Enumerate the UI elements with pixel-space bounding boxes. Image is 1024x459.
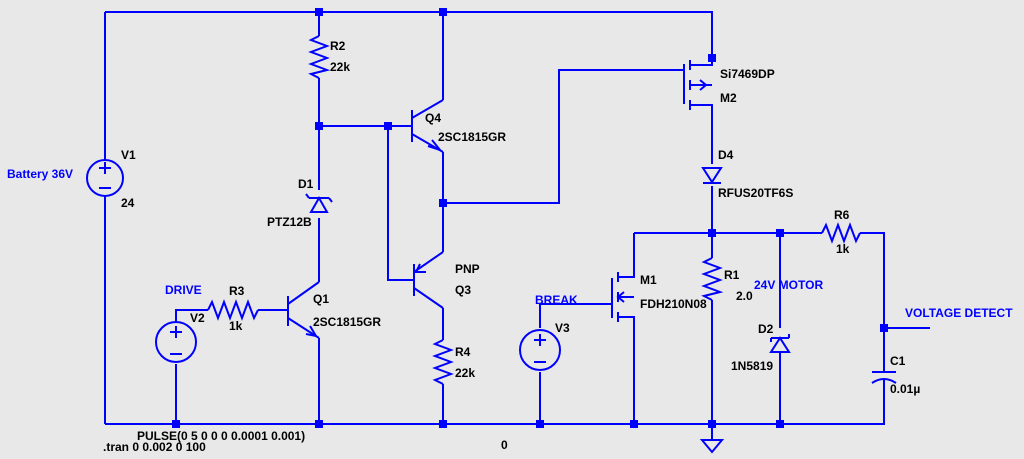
transistor-q4 — [388, 99, 444, 153]
mosfet-m2 — [683, 58, 713, 110]
v2-name-label: V2 — [190, 311, 205, 325]
transistor-q3 — [413, 251, 444, 309]
ground-icon — [699, 439, 725, 454]
resistor-r4 — [432, 339, 454, 385]
q1-name-label: Q1 — [313, 292, 329, 306]
d1-value-label: PTZ12B — [267, 215, 312, 229]
q3-value-label: PNP — [455, 262, 480, 276]
r2-name-label: R2 — [330, 39, 346, 53]
resistor-r3 — [207, 299, 259, 321]
d2-value-label: 1N5819 — [731, 359, 773, 373]
r4-value-label: 22k — [455, 366, 475, 380]
r6-value-label: 1k — [836, 242, 850, 256]
voltage-detect-net-label: VOLTAGE DETECT — [905, 306, 1013, 320]
pulse-directive: PULSE(0 5 0 0 0 0.0001 0.001) — [137, 429, 305, 443]
d4-name-label: D4 — [718, 148, 734, 162]
diode-d4 — [701, 167, 723, 184]
m1-name-label: M1 — [640, 273, 657, 287]
tran-directive: .tran 0 0.002 0 100 — [103, 440, 206, 454]
m2-value-label: Si7469DP — [720, 67, 775, 81]
v1-value-label: 24 — [121, 196, 135, 210]
break-net-label: BREAK — [535, 293, 578, 307]
c1-name-label: C1 — [890, 354, 906, 368]
c1-value-label: 0.01µ — [890, 382, 920, 396]
wires — [104, 11, 930, 440]
v3-name-label: V3 — [555, 321, 570, 335]
m1-value-label: FDH210N08 — [640, 297, 707, 311]
d1-name-label: D1 — [298, 177, 314, 191]
capacitor-c1 — [871, 371, 897, 384]
battery-net-label: Battery 36V — [7, 167, 73, 181]
voltage-source-v3 — [519, 329, 561, 371]
q3-name-label: Q3 — [455, 283, 471, 297]
drive-net-label: DRIVE — [165, 283, 202, 297]
voltage-source-v1 — [86, 159, 124, 197]
d2-name-label: D2 — [758, 322, 774, 336]
q1-value-label: 2SC1815GR — [313, 315, 381, 329]
schottky-diode-d2 — [769, 334, 791, 353]
r2-value-label: 22k — [330, 60, 350, 74]
r4-name-label: R4 — [455, 345, 471, 359]
m2-name-label: M2 — [720, 91, 737, 105]
d4-value-label: RFUS20TF6S — [718, 186, 793, 200]
resistor-r6 — [821, 222, 861, 244]
voltage-source-v2 — [155, 321, 197, 363]
r1-value-label: 2.0 — [736, 289, 753, 303]
r1-name-label: R1 — [724, 268, 740, 282]
zener-diode-d1 — [305, 193, 333, 213]
v1-name-label: V1 — [121, 148, 136, 162]
q4-name-label: Q4 — [425, 111, 441, 125]
mosfet-m1 — [611, 265, 635, 326]
ground-node-label: 0 — [501, 438, 508, 452]
r6-name-label: R6 — [834, 208, 850, 222]
motor-net-label: 24V MOTOR — [754, 278, 823, 292]
transistor-q1 — [287, 281, 320, 339]
resistor-r1 — [701, 257, 724, 301]
resistor-r2 — [308, 35, 331, 79]
r3-value-label: 1k — [229, 319, 243, 333]
q4-value-label: 2SC1815GR — [438, 130, 506, 144]
r3-name-label: R3 — [229, 284, 245, 298]
